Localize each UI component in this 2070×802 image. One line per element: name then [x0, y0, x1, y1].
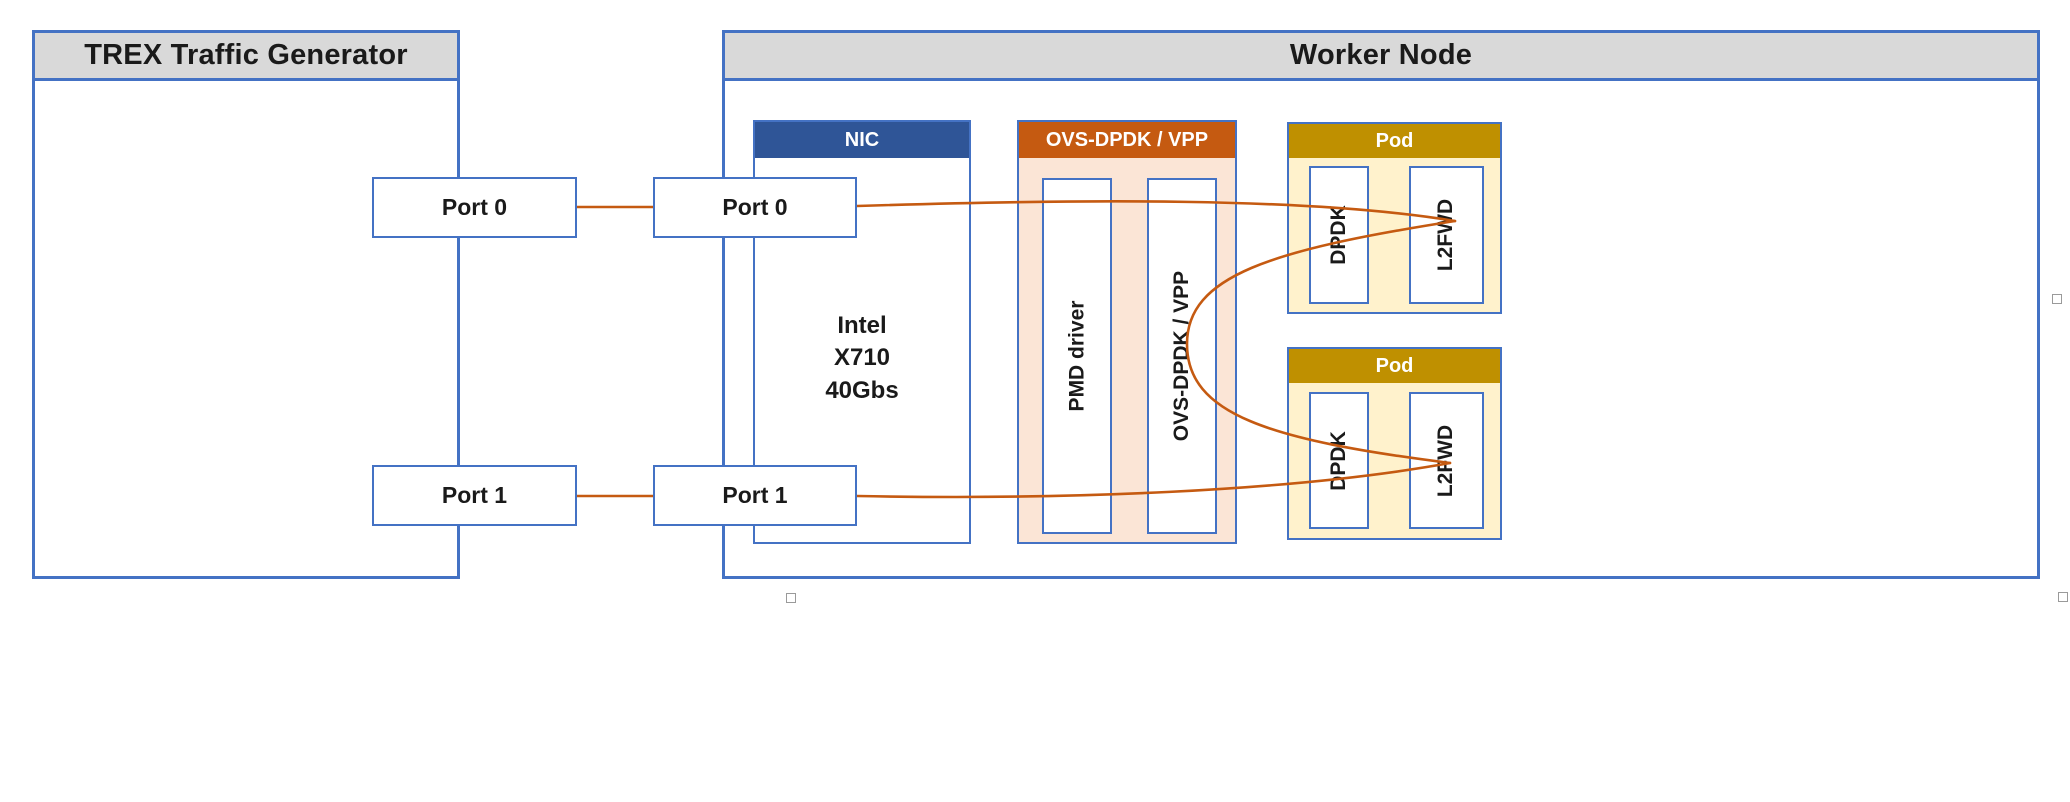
pod2-title: Pod	[1289, 349, 1500, 383]
pod2-dpdk-label: DPDK	[1327, 430, 1351, 491]
pmd-driver-box: PMD driver	[1042, 178, 1112, 534]
nic-chip-line2: X710	[833, 344, 891, 372]
vswitch-column-label: OVS-DPDK / VPP	[1170, 270, 1193, 442]
pod2-box: Pod DPDK L2FWD	[1287, 347, 1502, 540]
nic-title: NIC	[755, 122, 969, 158]
pod1-l2fwd-box: L2FWD	[1409, 166, 1484, 304]
worker-node-title: Worker Node	[725, 33, 2037, 81]
pod1-dpdk-label: DPDK	[1327, 205, 1351, 265]
pmd-driver-label: PMD driver	[1065, 300, 1088, 412]
pod1-l2fwd-label: L2FWD	[1434, 198, 1458, 272]
pod1-dpdk-box: DPDK	[1309, 166, 1369, 304]
nic-chip-line3: 40Gbs	[825, 376, 899, 404]
vswitch-column-box: OVS-DPDK / VPP	[1147, 178, 1217, 534]
vswitch-title: OVS-DPDK / VPP	[1019, 122, 1235, 158]
pod2-l2fwd-label: L2FWD	[1434, 424, 1458, 497]
pod2-l2fwd-box: L2FWD	[1409, 392, 1484, 529]
pod1-title: Pod	[1289, 124, 1500, 158]
pod2-dpdk-box: DPDK	[1309, 392, 1369, 529]
nic-port0-box: Port 0	[653, 177, 857, 238]
trex-port1-box: Port 1	[372, 465, 577, 526]
nic-chip-line1: Intel	[837, 312, 887, 339]
trex-generator-box: TREX Traffic Generator	[32, 30, 460, 579]
trex-generator-title: TREX Traffic Generator	[35, 33, 457, 81]
vswitch-box: OVS-DPDK / VPP PMD driver OVS-DPDK / VPP	[1017, 120, 1237, 544]
stray-artifact	[786, 593, 796, 603]
stray-artifact	[2058, 592, 2068, 602]
stray-artifact	[2052, 294, 2062, 304]
nic-port1-box: Port 1	[653, 465, 857, 526]
nic-chip-label: Intel X710 40Gbs	[755, 310, 969, 407]
pod1-box: Pod DPDK L2FWD	[1287, 122, 1502, 314]
trex-port0-box: Port 0	[372, 177, 577, 238]
